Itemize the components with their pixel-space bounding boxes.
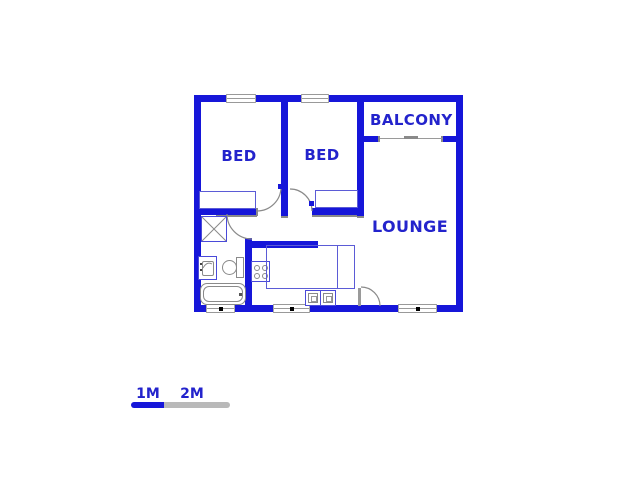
toilet-icon (222, 260, 237, 275)
door-leaf-bed1 (278, 184, 283, 189)
window-frame-line (302, 97, 328, 99)
stove-burner (262, 273, 268, 279)
wall-cap (357, 216, 364, 218)
window-bathroom (206, 304, 235, 313)
window-frame-line (227, 97, 255, 99)
door-arc-entrance (360, 286, 381, 307)
bathtub-icon (200, 283, 246, 305)
wall-bed2-bottom (312, 208, 364, 215)
bathtub-inner (203, 286, 243, 302)
kitchen-sink-divider (320, 291, 321, 305)
sink-faucet-line (203, 262, 213, 269)
door-leaf-entrance (358, 288, 361, 306)
scale-label-1m: 1M (136, 386, 160, 402)
room-label-bed2: BED (304, 146, 340, 164)
scale-label-2m: 2M (180, 386, 204, 402)
scale-bar-blue-segment (131, 402, 164, 408)
scale-bar-gray-segment (164, 402, 230, 408)
bathtub-drain (239, 293, 242, 296)
window-marker-dot (289, 306, 294, 311)
bathroom-sink-icon (198, 256, 217, 280)
sink-tap (200, 269, 202, 271)
stove-burner (254, 273, 260, 279)
door-leaf-bed2 (309, 201, 314, 206)
kitchen-sink-icon (305, 290, 336, 306)
stove-burner (254, 265, 260, 271)
shower-icon (201, 216, 227, 242)
room-label-bed1: BED (221, 147, 257, 165)
wall-cap (216, 215, 257, 217)
room-label-lounge: LOUNGE (371, 217, 449, 236)
wall-bed1-bed2 (281, 102, 288, 216)
window-kitchen (273, 304, 310, 313)
wall-bottom (194, 305, 463, 312)
wardrobe-bed2-icon (315, 190, 358, 208)
wall-cap (441, 136, 443, 142)
kitchen-counter-icon (266, 245, 355, 289)
stove-icon (251, 261, 270, 282)
door-arc-bed2 (289, 188, 313, 212)
kitchen-counter-inner-edge (337, 245, 338, 289)
kitchen-sink-drain (311, 296, 317, 302)
wall-balcony-stub-right (443, 136, 463, 142)
wall-bathroom-kitchen (245, 238, 252, 305)
window-bed2 (301, 94, 329, 103)
wall-cap (256, 208, 258, 216)
stove-burner (262, 265, 268, 271)
wall-right (456, 95, 463, 312)
toilet-tank (236, 257, 244, 278)
window-marker-dot (415, 306, 420, 311)
kitchen-sink-drain (326, 296, 332, 302)
wall-cap (312, 215, 357, 217)
wall-bed2-lounge (357, 102, 364, 216)
balcony-slider-handle (404, 136, 418, 139)
wardrobe-bed1-icon (199, 191, 256, 209)
shower-x-lines (202, 217, 226, 241)
room-label-balcony: BALCONY (370, 111, 453, 129)
wall-bed1-bottom (194, 208, 257, 215)
window-marker-dot (218, 306, 223, 311)
wall-left (194, 95, 201, 312)
wall-cap (378, 136, 380, 142)
door-arc-bathroom (226, 213, 253, 240)
window-lounge (398, 304, 437, 313)
wall-cap (281, 216, 288, 218)
sink-tap (200, 263, 202, 265)
door-arc-bed1 (256, 186, 282, 212)
window-bed1 (226, 94, 256, 103)
wall-balcony-stub-left (357, 136, 380, 142)
wall-kitchen-top (245, 241, 318, 248)
